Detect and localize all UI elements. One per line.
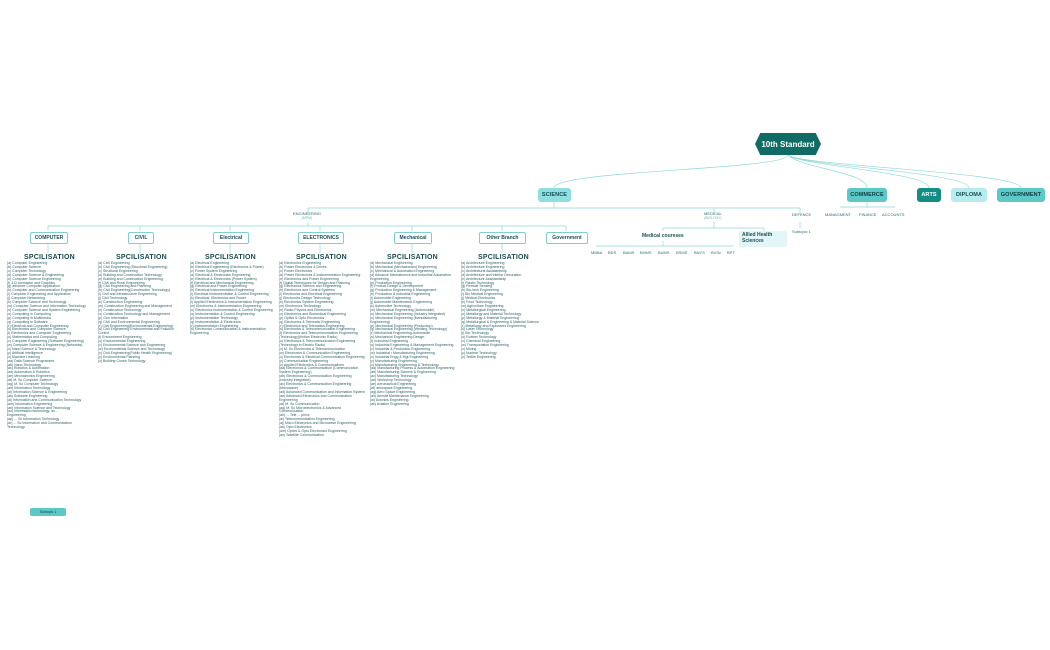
medical-courses-title: Medical coureses [642, 233, 684, 239]
node-defence[interactable]: DEFENCE [792, 212, 812, 217]
medical-course-bvsc[interactable]: BVSc [711, 250, 722, 255]
stream-diploma[interactable]: DIPLOMA [951, 188, 987, 202]
spec-list-mechanical: (a) Mechanical Engineering (b) Mechanica… [370, 261, 455, 406]
spec-heading-computer: SPCILISATION [24, 254, 75, 261]
branch-other[interactable]: Other Branch [479, 232, 526, 244]
spec-list-computer: (a) Computer Engineering (b) Computer Sc… [7, 261, 86, 430]
medical-course-bams[interactable]: BAMS [623, 250, 635, 255]
spec-heading-other: SPCILISATION [478, 254, 529, 261]
medical-course-bhms[interactable]: BHMS [640, 250, 652, 255]
branch-computer[interactable]: COMPUTER [30, 232, 68, 244]
spec-list-electronics: (a) Electronics Engineering (b) Power El… [279, 261, 365, 437]
stream-commerce[interactable]: COMMERCE [847, 188, 887, 202]
spec-list-electrical: (a) Electrical Engineering (b) Electrica… [190, 261, 273, 336]
stream-arts[interactable]: ARTS [917, 188, 941, 202]
branch-civil[interactable]: CIVIL [128, 232, 154, 244]
node-engineering[interactable]: ENGINEERING (MPM) [293, 211, 321, 220]
branch-electronics[interactable]: ELECTRONICS [298, 232, 344, 244]
medical-course-mbba[interactable]: MBBA [591, 250, 603, 255]
root-label: 10th Standard [761, 139, 815, 149]
spec-heading-electrical: SPCILISATION [205, 254, 256, 261]
medical-label: MEDICAL [704, 211, 722, 216]
connector-lines [47, 154, 1022, 253]
branch-electrical[interactable]: Electrical [213, 232, 249, 244]
stream-government[interactable]: GOVERNMENT [997, 188, 1045, 202]
medical-course-bsms[interactable]: BSMS [676, 250, 688, 255]
medical-course-bnys[interactable]: BNYS [694, 250, 705, 255]
commerce-child-finance[interactable]: FINANCE [859, 212, 877, 217]
allied-health-node[interactable]: Allied Health Sciences [739, 231, 787, 247]
spec-heading-civil: SPCILISATION [116, 254, 167, 261]
spec-list-other: (a) Architecture Engineering (b) Archite… [461, 261, 540, 359]
commerce-child-management[interactable]: MANAGMENT [825, 212, 851, 217]
medical-course-bums[interactable]: BUMS [658, 250, 670, 255]
spec-list-civil: (a) Civil Engineering (b) Civil Engineer… [98, 261, 174, 363]
branch-mechanical[interactable]: Mechanical [394, 232, 432, 244]
node-medical[interactable]: MEDICAL (BIOLOGY) [704, 211, 722, 220]
stream-science[interactable]: SCIENCE [538, 188, 571, 202]
branch-government[interactable]: Government [546, 232, 588, 244]
spec-heading-mechanical: SPCILISATION [387, 254, 438, 261]
commerce-child-accounts[interactable]: ACCOUNTS [882, 212, 905, 217]
medical-sub: (BIOLOGY) [704, 216, 722, 220]
engineering-sub: (MPM) [301, 216, 313, 220]
medical-course-bds[interactable]: BDS [608, 250, 617, 255]
defence-subtopic[interactable]: Subtopic 1 [792, 229, 811, 234]
spec-heading-electronics: SPCILISATION [296, 254, 347, 261]
subtopic-pill[interactable]: Subtopic 1 [30, 508, 66, 516]
medical-course-bpt[interactable]: BPT [727, 250, 735, 255]
engineering-label: ENGINEERING [293, 211, 322, 216]
root-node[interactable]: 10th Standard [755, 133, 821, 155]
